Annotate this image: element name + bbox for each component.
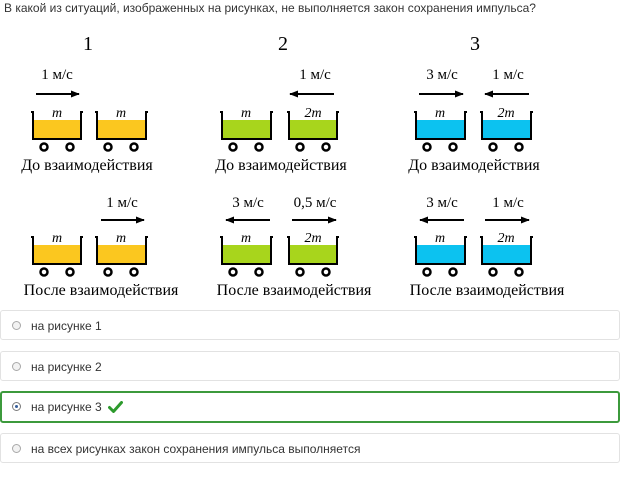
- wheel: [65, 267, 75, 277]
- mass-label: 2m: [304, 106, 321, 121]
- carts-figure: 1 2 3 1 м/с m m До взаимодействия 1 м/с …: [21, 33, 565, 299]
- wheel: [422, 267, 432, 277]
- question-text: В какой из ситуаций, изображенных на рис…: [4, 1, 536, 15]
- cart: m: [220, 231, 273, 277]
- mass-label: m: [435, 231, 445, 246]
- wheel: [65, 142, 75, 152]
- before-label: До взаимодействия: [408, 157, 540, 174]
- wheel: [228, 267, 238, 277]
- speed-label: 1 м/с: [299, 67, 331, 83]
- mass-label: m: [241, 106, 251, 121]
- wheel: [228, 142, 238, 152]
- cart: 2m: [480, 106, 533, 152]
- wheel: [514, 142, 524, 152]
- before-label: До взаимодействия: [215, 157, 347, 174]
- wheel: [254, 267, 264, 277]
- mass-label: m: [52, 231, 62, 246]
- wheel: [39, 267, 49, 277]
- wheel: [448, 142, 458, 152]
- wheel: [448, 267, 458, 277]
- wheel: [321, 142, 331, 152]
- panel-number-3: 3: [470, 33, 480, 55]
- speed-label: 1 м/с: [492, 67, 524, 83]
- mass-label: 2m: [497, 106, 514, 121]
- wheel: [514, 267, 524, 277]
- wheel: [129, 267, 139, 277]
- radio-button[interactable]: [12, 321, 21, 330]
- cart: 2m: [480, 231, 533, 277]
- wheel: [295, 142, 305, 152]
- wheel: [254, 142, 264, 152]
- radio-button[interactable]: [12, 362, 21, 371]
- radio-button[interactable]: [12, 444, 21, 453]
- panel-number-1: 1: [83, 33, 93, 55]
- after-label: После взаимодействия: [217, 282, 372, 299]
- cart: 2m: [287, 231, 339, 277]
- cart: m: [95, 231, 148, 277]
- cart: m: [414, 106, 467, 152]
- after-label: После взаимодействия: [24, 282, 179, 299]
- speed-label: 1 м/с: [492, 195, 524, 211]
- wheel: [488, 142, 498, 152]
- cart: m: [31, 106, 83, 152]
- answer-option-3[interactable]: на рисунке 3: [0, 391, 620, 423]
- wheel: [488, 267, 498, 277]
- speed-label: 3 м/с: [232, 195, 264, 211]
- wheel: [422, 142, 432, 152]
- cart: m: [414, 231, 467, 277]
- wheel: [39, 142, 49, 152]
- panel-number-2: 2: [278, 33, 288, 55]
- answer-option-label: на рисунке 2: [31, 360, 102, 374]
- answer-option-label-wrap: на рисунке 3: [31, 400, 124, 414]
- after-label: После взаимодействия: [410, 282, 565, 299]
- answer-option-label: на рисунке 1: [31, 319, 102, 333]
- speed-label: 0,5 м/с: [294, 195, 337, 211]
- checkmark-icon: [108, 400, 124, 413]
- wheel: [103, 267, 113, 277]
- speed-label: 1 м/с: [41, 67, 73, 83]
- mass-label: m: [52, 106, 62, 121]
- answer-option-2[interactable]: на рисунке 2: [0, 351, 620, 381]
- speed-label: 1 м/с: [106, 195, 138, 211]
- cart: m: [220, 106, 273, 152]
- wheel: [129, 142, 139, 152]
- wheel: [295, 267, 305, 277]
- cart: m: [95, 106, 148, 152]
- answer-option-4[interactable]: на всех рисунках закон сохранения импуль…: [0, 433, 620, 463]
- speed-label: 3 м/с: [426, 195, 458, 211]
- mass-label: m: [435, 106, 445, 121]
- answer-option-1[interactable]: на рисунке 1: [0, 310, 620, 340]
- mass-label: m: [241, 231, 251, 246]
- before-label: До взаимодействия: [21, 157, 153, 174]
- mass-label: 2m: [497, 231, 514, 246]
- mass-label: m: [116, 106, 126, 121]
- cart: 2m: [287, 106, 339, 152]
- answer-option-label: на всех рисунках закон сохранения импуль…: [31, 442, 361, 456]
- cart: m: [31, 231, 83, 277]
- speed-label: 3 м/с: [426, 67, 458, 83]
- mass-label: 2m: [304, 231, 321, 246]
- wheel: [103, 142, 113, 152]
- wheel: [321, 267, 331, 277]
- mass-label: m: [116, 231, 126, 246]
- radio-button-selected[interactable]: [12, 402, 21, 411]
- answer-option-label: на рисунке 3: [31, 400, 102, 414]
